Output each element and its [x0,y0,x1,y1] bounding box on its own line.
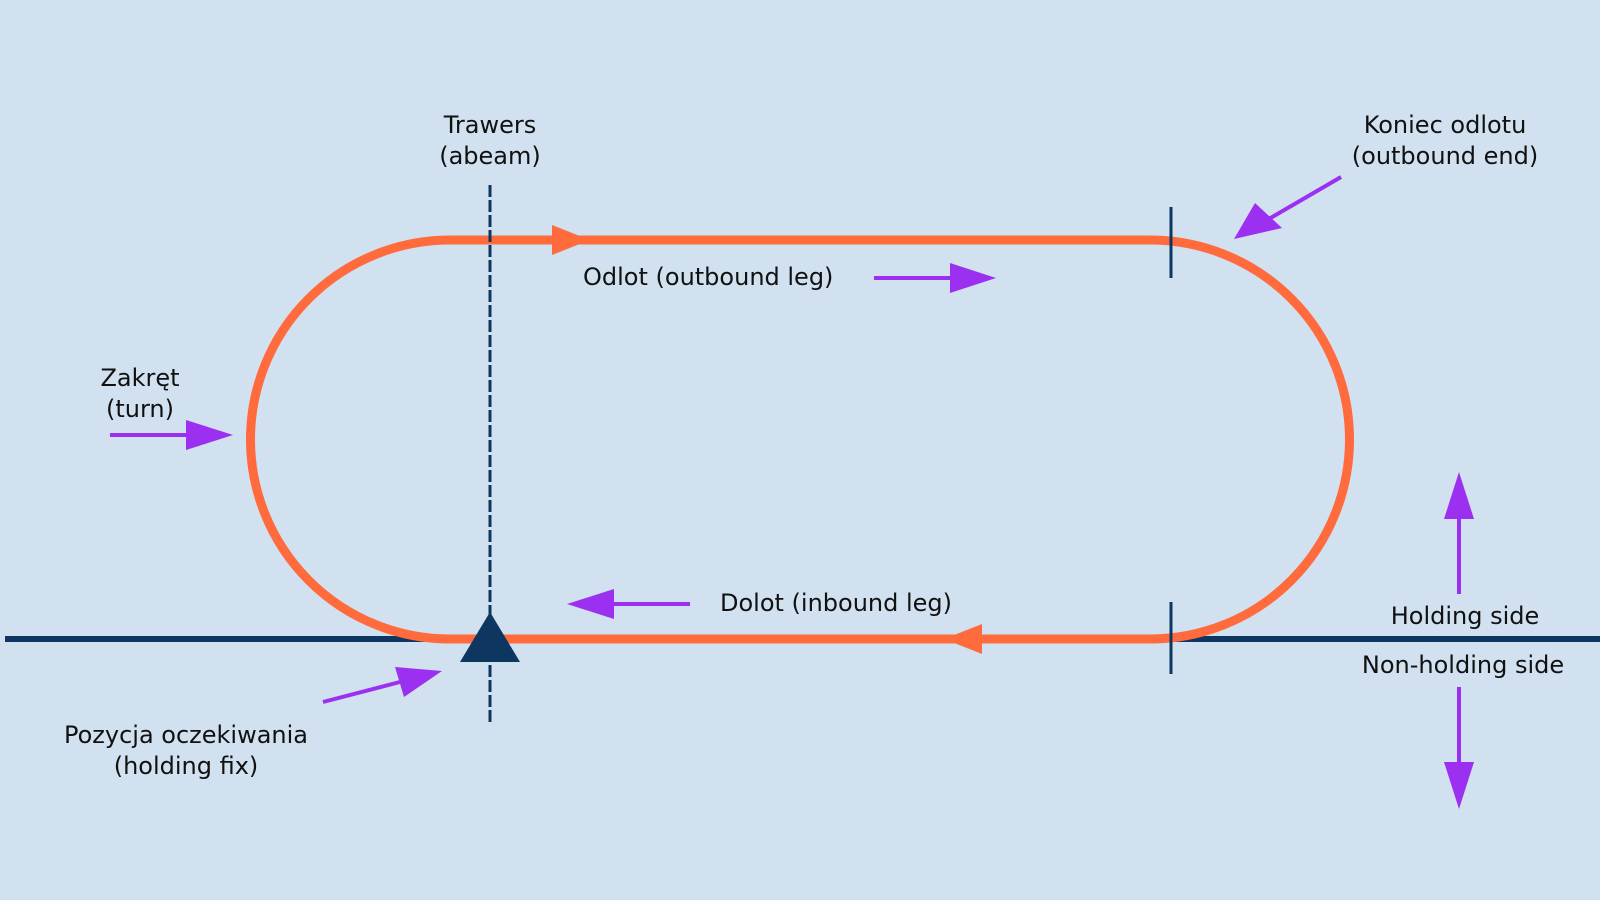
holding-racetrack [246,235,1354,644]
holding-side-arrow [1444,472,1474,594]
outbound-end-arrow [1234,175,1343,239]
outbound-leg-label: Odlot (outbound leg) [583,263,833,291]
holding-fix-label-line1: Pozycja oczekiwania [64,721,308,749]
turn-label-line2: (turn) [106,395,174,423]
outbound-leg-arrow [874,263,996,293]
non-holding-side-arrow [1444,687,1474,809]
holding-fix-label-line2: (holding fix) [114,752,259,780]
outbound-end-label-line2: (outbound end) [1352,142,1538,170]
outbound-end-label-line1: Koniec odlotu [1364,111,1527,139]
holding-fix-triangle [460,612,520,662]
inbound-direction-arrowhead [944,624,982,654]
inbound-leg-arrow [567,589,690,619]
holding-side-label: Holding side [1391,602,1540,630]
inbound-leg-label: Dolot (inbound leg) [720,589,952,617]
turn-arrow [110,420,233,450]
abeam-label-line2: (abeam) [439,142,541,170]
abeam-label-line1: Trawers [443,111,536,139]
holding-fix-arrow [322,667,442,704]
turn-label-line1: Zakręt [100,364,179,392]
outbound-direction-arrowhead [552,225,590,255]
non-holding-side-label: Non-holding side [1362,651,1564,679]
